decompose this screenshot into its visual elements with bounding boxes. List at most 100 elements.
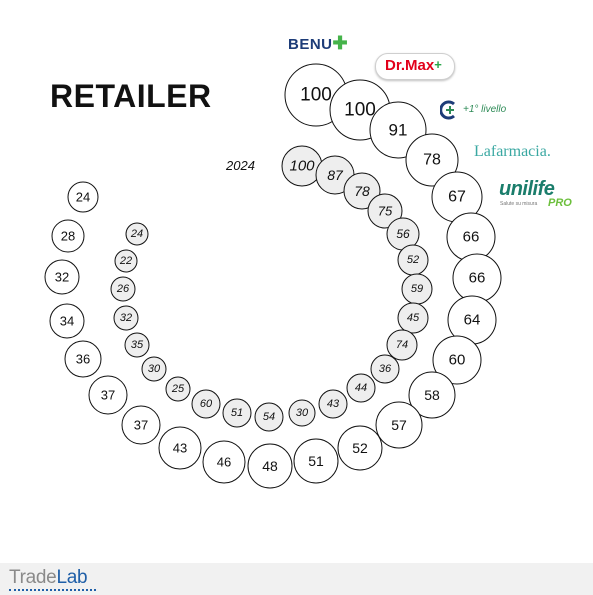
inner-bubble: [191, 389, 221, 419]
unilife-pro-badge: PRO: [548, 197, 572, 209]
inner-value-label: 54: [263, 411, 275, 423]
inner-value-label: 51: [231, 407, 243, 419]
inner-bubble: [141, 356, 167, 382]
benu-cross-icon: ✚: [332, 33, 349, 53]
inner-value-label: 22: [119, 255, 132, 267]
outer-bubble: [337, 425, 383, 471]
inner-bubble: [222, 398, 252, 428]
outer-value-label: 58: [424, 387, 440, 403]
inner-bubble: [114, 249, 138, 273]
outer-value-label: 66: [463, 229, 480, 246]
inner-value-label: 26: [116, 283, 130, 295]
year-label: 2024: [226, 158, 255, 173]
outer-bubble: [64, 340, 102, 378]
inner-value-label: 32: [120, 312, 132, 324]
outer-bubble: [405, 133, 459, 187]
outer-bubble: [88, 375, 128, 415]
inner-value-label: 100: [289, 158, 315, 175]
tradelab-logo-lab: Lab: [56, 567, 88, 588]
inner-value-label: 35: [131, 339, 144, 351]
tradelab-logo: TradeLab: [9, 567, 88, 589]
outer-value-label: 60: [449, 352, 466, 369]
inner-bubble: [346, 373, 376, 403]
inner-value-label: 60: [200, 398, 213, 410]
inner-value-label: 24: [130, 228, 143, 240]
outer-value-label: 37: [134, 418, 148, 433]
inner-bubble: [254, 402, 284, 432]
outer-bubble: [408, 371, 456, 419]
inner-value-label: 75: [378, 204, 393, 219]
outer-value-label: 37: [101, 388, 115, 403]
benu-logo: BENU✚: [288, 33, 348, 54]
outer-bubble: [432, 335, 482, 385]
benu-logo-text: BENU: [288, 36, 333, 53]
inner-value-label: 25: [171, 383, 185, 395]
page-title: RETAILER: [50, 78, 212, 114]
outer-value-label: 43: [173, 441, 187, 456]
inner-bubble: [124, 332, 150, 358]
inner-bubble: [318, 389, 348, 419]
inner-value-label: 87: [327, 167, 344, 183]
outer-bubble: [293, 438, 339, 484]
outer-value-label: 64: [464, 312, 481, 329]
inner-value-label: 30: [296, 407, 309, 419]
outer-value-label: 28: [61, 229, 75, 244]
inner-value-label: 59: [411, 283, 423, 295]
inner-value-label: 44: [355, 382, 367, 394]
inner-bubble: [125, 222, 149, 246]
outer-bubble: [121, 405, 161, 445]
outer-bubble: [202, 440, 246, 484]
inner-bubble: [386, 329, 418, 361]
lafarmacia-logo: Lafarmacia.: [474, 143, 551, 160]
outer-value-label: 52: [352, 440, 368, 456]
inner-bubble: [165, 376, 191, 402]
outer-value-label: 100: [300, 85, 332, 106]
tradelab-logo-trade: Trade: [9, 567, 57, 588]
livello-cross-icon: [440, 100, 455, 120]
footer-bar: [0, 563, 593, 595]
inner-value-label: 30: [148, 363, 161, 375]
inner-value-label: 56: [396, 227, 410, 241]
outer-value-label: 51: [308, 453, 324, 469]
outer-bubble: [67, 181, 99, 213]
inner-bubble: [343, 172, 381, 210]
inner-bubble: [113, 305, 139, 331]
inner-bubble: [288, 399, 316, 427]
inner-value-label: 36: [379, 363, 392, 375]
outer-bubble: [44, 259, 80, 295]
outer-bubble: [247, 443, 293, 489]
inner-value-label: 45: [407, 312, 420, 324]
drmax-plus-icon: +: [434, 57, 442, 72]
drmax-logo-text: Dr.Max: [385, 57, 435, 74]
inner-bubble: [110, 276, 136, 302]
inner-bubble: [367, 193, 403, 229]
inner-value-label: 52: [407, 254, 419, 266]
tradelab-underline: [9, 589, 96, 591]
outer-value-label: 34: [60, 314, 74, 329]
outer-bubble: [51, 219, 85, 253]
outer-value-label: 100: [344, 100, 376, 121]
outer-bubble: [49, 303, 85, 339]
outer-value-label: 32: [55, 270, 69, 285]
livello-logo-text: +1° livello: [463, 104, 507, 115]
unilife-tagline: Salute su misura: [500, 201, 538, 207]
outer-value-label: 67: [448, 189, 466, 206]
inner-value-label: 78: [354, 183, 370, 199]
outer-value-label: 91: [389, 121, 408, 140]
outer-value-label: 78: [423, 152, 441, 169]
unilife-logo: unilife: [499, 178, 555, 200]
outer-value-label: 48: [262, 458, 278, 474]
inner-bubble: [397, 302, 429, 334]
inner-value-label: 74: [396, 339, 408, 351]
outer-value-label: 36: [76, 352, 90, 367]
outer-value-label: 24: [76, 190, 90, 205]
drmax-logo: Dr.Max+: [385, 57, 442, 74]
inner-bubble: [370, 354, 400, 384]
outer-ring-bubbles: 1001009178676666646058575251484643373736…: [44, 63, 502, 489]
inner-value-label: 43: [327, 398, 340, 410]
outer-value-label: 66: [469, 270, 486, 287]
outer-bubble: [375, 401, 423, 449]
